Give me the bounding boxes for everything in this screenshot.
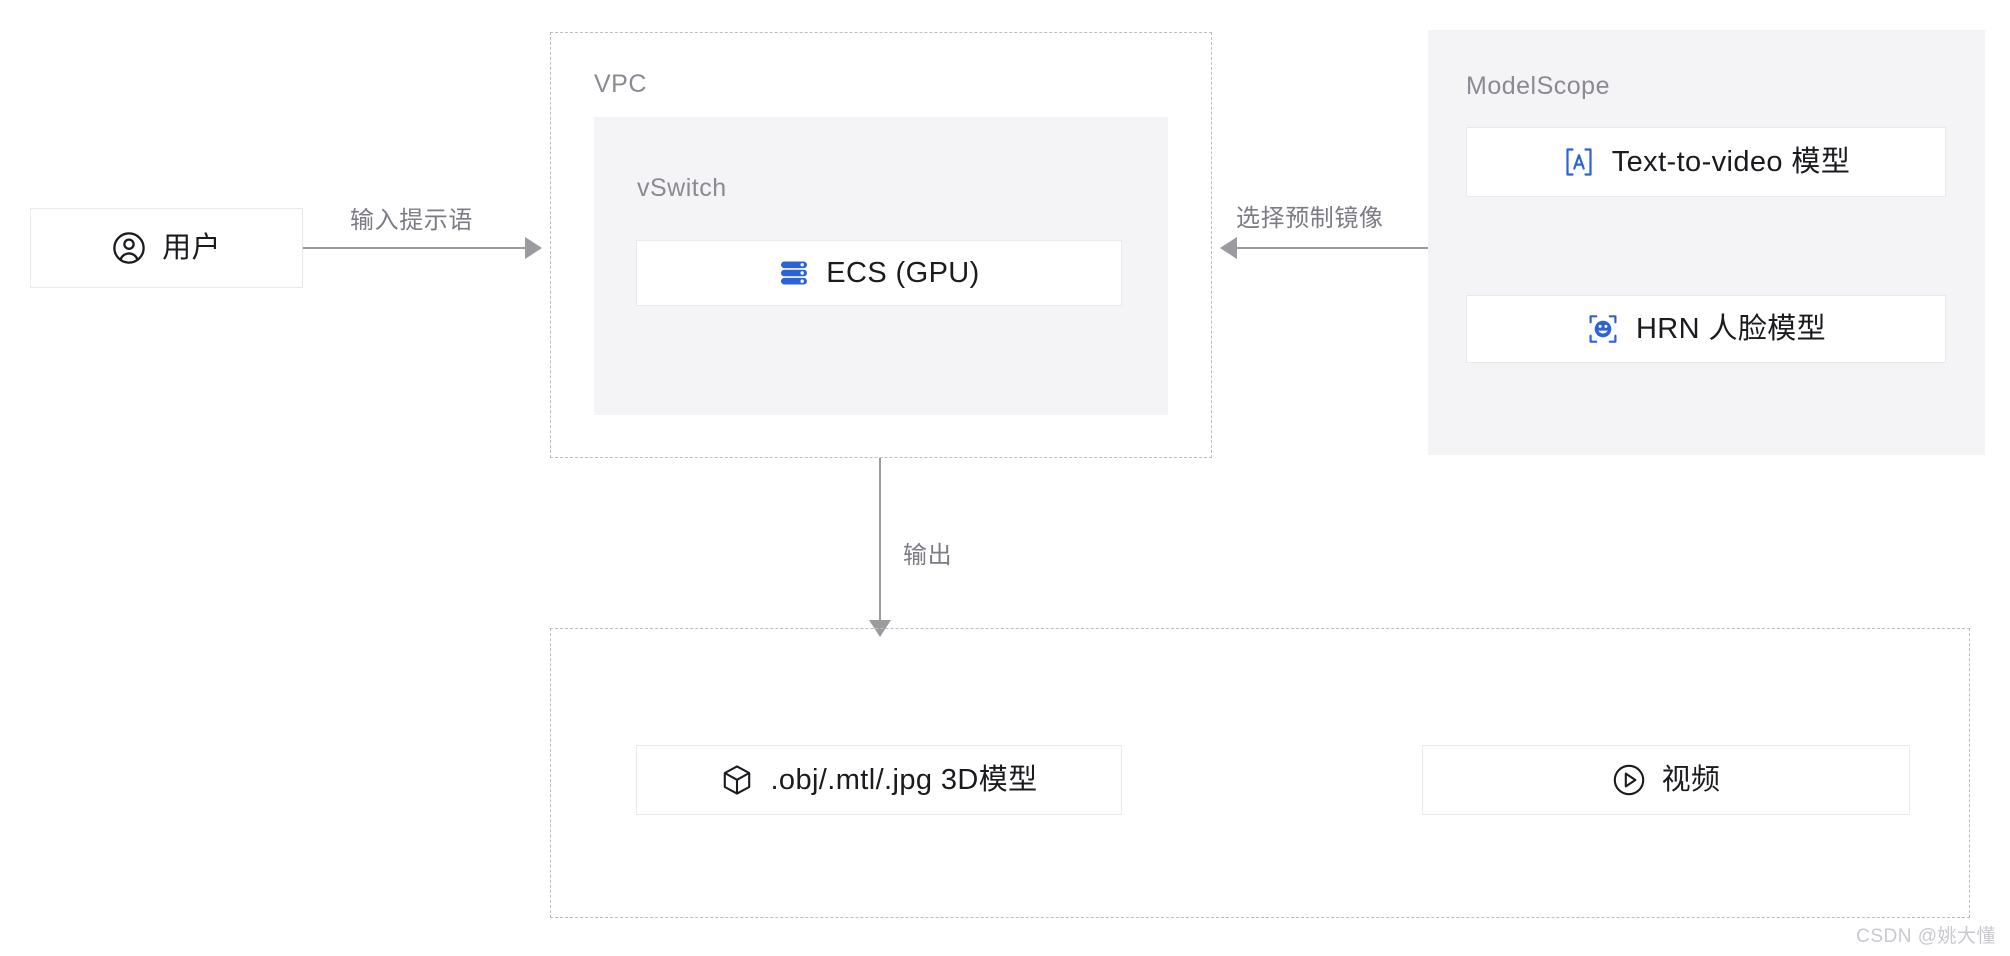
edge-user-to-vpc-arrowhead	[525, 237, 542, 259]
node-user[interactable]: 用户	[30, 208, 303, 288]
group-output	[550, 628, 1970, 918]
server-stack-icon	[778, 257, 810, 289]
group-vpc-title: VPC	[594, 70, 647, 98]
node-text-to-video-label: Text-to-video 模型	[1611, 145, 1851, 178]
bracket-a-icon	[1562, 145, 1596, 179]
edge-user-to-vpc-line	[303, 247, 525, 249]
edge-modelscope-to-vpc-arrowhead	[1220, 237, 1237, 259]
edge-vpc-to-output-line	[879, 458, 881, 626]
node-hrn-face-label: HRN 人脸模型	[1635, 312, 1827, 345]
group-vpc	[550, 32, 1212, 458]
node-3d-model[interactable]: .obj/.mtl/.jpg 3D模型	[636, 745, 1122, 815]
play-circle-icon	[1612, 763, 1646, 797]
csdn-watermark: CSDN @姚大懂	[1856, 926, 1996, 947]
node-3d-model-label: .obj/.mtl/.jpg 3D模型	[770, 763, 1038, 796]
bracket-face-icon	[1586, 312, 1620, 346]
node-user-label: 用户	[162, 231, 221, 264]
user-circle-icon	[112, 231, 146, 265]
edge-modelscope-to-vpc-line	[1237, 247, 1428, 249]
node-ecs[interactable]: ECS (GPU)	[636, 240, 1122, 306]
group-modelscope-title: ModelScope	[1466, 72, 1610, 100]
cube-icon	[720, 763, 754, 797]
group-modelscope	[1428, 30, 1985, 455]
node-text-to-video[interactable]: Text-to-video 模型	[1466, 127, 1946, 197]
group-vswitch-title: vSwitch	[637, 174, 727, 202]
node-video[interactable]: 视频	[1422, 745, 1910, 815]
edge-vpc-to-output-label: 输出	[903, 542, 953, 569]
node-hrn-face[interactable]: HRN 人脸模型	[1466, 295, 1946, 363]
node-video-label: 视频	[1661, 763, 1721, 796]
node-ecs-label: ECS (GPU)	[826, 256, 980, 289]
edge-user-to-vpc-label: 输入提示语	[350, 207, 473, 234]
edge-modelscope-to-vpc-label: 选择预制镜像	[1236, 205, 1384, 232]
